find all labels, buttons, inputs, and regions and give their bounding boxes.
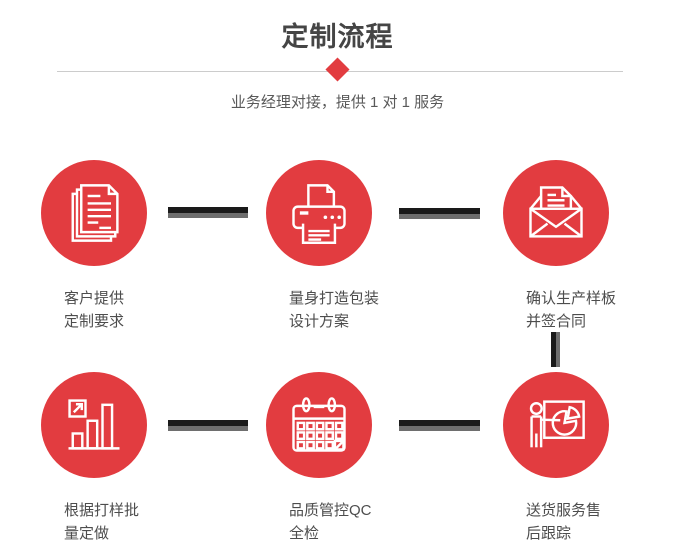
step-label: 确认生产样板 并签合同 [503, 287, 675, 333]
step-circle [266, 160, 372, 266]
step-circle [503, 160, 609, 266]
step-label-line1: 客户提供 [64, 290, 125, 307]
step-circle [266, 372, 372, 478]
envelope-icon [529, 186, 583, 238]
step-label-line2: 后跟踪 [526, 525, 572, 542]
step-label: 品质管控QC 全检 [266, 499, 446, 545]
step-label-line2: 并签合同 [526, 313, 587, 330]
step-sample-contract: 确认生产样板 并签合同 [503, 160, 675, 333]
step-circle [503, 372, 609, 478]
step-customer-requirements: 客户提供 定制要求 [41, 160, 221, 333]
step-circle [41, 160, 147, 266]
step-label-line1: 送货服务售 [526, 502, 602, 519]
step-label: 根据打样批 量定做 [41, 499, 221, 545]
calendar-icon [292, 397, 346, 452]
connector-step2-step3 [399, 208, 480, 219]
step-batch-production: 根据打样批 量定做 [41, 372, 221, 545]
step-delivery-aftersales: 送货服务售 后跟踪 [503, 372, 675, 545]
connector-step3-step6 [551, 332, 560, 367]
printer-icon [292, 184, 346, 244]
connector-step1-step2 [168, 207, 248, 218]
step-circle [41, 372, 147, 478]
bar-chart-icon [68, 399, 120, 450]
step-label-line2: 全检 [289, 525, 320, 542]
step-label-line1: 根据打样批 [64, 502, 140, 519]
step-label-line2: 量定做 [64, 525, 110, 542]
step-label-line2: 设计方案 [289, 313, 350, 330]
documents-icon [71, 184, 119, 242]
step-label-line1: 确认生产样板 [526, 290, 617, 307]
page-subtitle: 业务经理对接，提供 1 对 1 服务 [230, 94, 445, 111]
step-label: 客户提供 定制要求 [41, 287, 221, 333]
diamond-icon [325, 57, 350, 82]
step-label-line1: 量身打造包装 [289, 290, 380, 307]
step-label: 送货服务售 后跟踪 [503, 499, 675, 545]
step-label-line1: 品质管控QC [289, 502, 372, 519]
presentation-icon [529, 400, 585, 448]
page-title: 定制流程 [281, 22, 394, 52]
step-packaging-design: 量身打造包装 设计方案 [266, 160, 446, 333]
connector-step5-step6 [399, 420, 480, 431]
step-quality-control: 品质管控QC 全检 [266, 372, 446, 545]
connector-step4-step5 [168, 420, 248, 431]
step-label-line2: 定制要求 [64, 313, 125, 330]
step-label: 量身打造包装 设计方案 [266, 287, 446, 333]
